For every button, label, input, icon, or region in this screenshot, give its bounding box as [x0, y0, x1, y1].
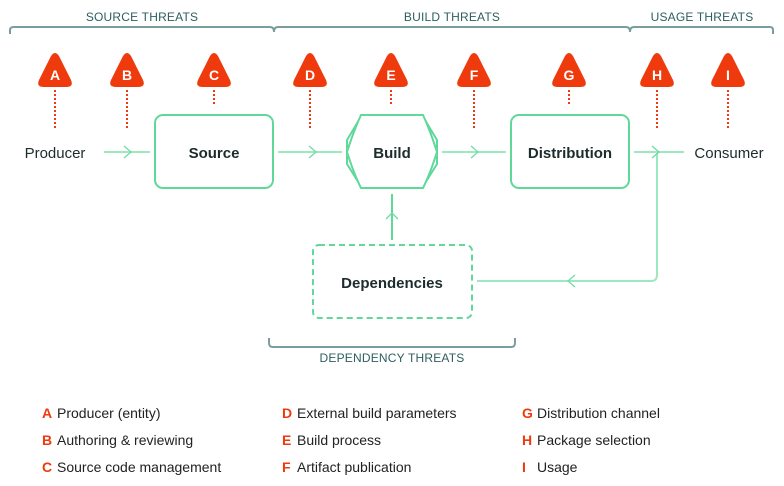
warning-triangle-icon: [110, 53, 144, 87]
arrow-heads: [123, 145, 660, 288]
legend-key: C: [42, 459, 52, 475]
legend-key: I: [522, 459, 526, 475]
producer-label: Producer: [25, 145, 86, 162]
legend-item-d: D External build parameters: [282, 405, 457, 421]
threat-markers: A B C D E F G H I: [38, 53, 745, 130]
legend-key: A: [42, 405, 52, 421]
threat-marker-f: F: [457, 53, 491, 130]
threat-marker-b: B: [110, 53, 144, 130]
arrow-icon: [308, 145, 317, 159]
warning-triangle-icon: [38, 53, 72, 87]
legend-key: H: [522, 432, 532, 448]
threat-marker-letter: H: [652, 67, 662, 83]
legend-text: Build process: [297, 432, 381, 448]
arrow-icon: [651, 145, 660, 159]
source-node: [154, 114, 274, 189]
dependencies-node: [312, 244, 473, 319]
legend-text: Authoring & reviewing: [57, 432, 193, 448]
warning-triangle-icon: [457, 53, 491, 87]
arrow-icon: [385, 212, 399, 220]
build-threats-label: BUILD THREATS: [404, 10, 500, 24]
threat-marker-e: E: [374, 53, 408, 105]
source-label: Source: [189, 145, 240, 162]
legend-item-a: A Producer (entity): [42, 405, 160, 421]
flow-return-dependencies: [477, 152, 658, 282]
legend-key: E: [282, 432, 291, 448]
arrow-icon: [567, 274, 576, 288]
group-brackets: [9, 26, 774, 348]
threat-marker-letter: I: [726, 67, 730, 83]
source-threats-label: SOURCE THREATS: [86, 10, 198, 24]
warning-triangle-icon: [711, 53, 745, 87]
threat-marker-a: A: [38, 53, 72, 130]
warning-triangle-icon: [552, 53, 586, 87]
legend-key: B: [42, 432, 52, 448]
threat-marker-letter: D: [305, 67, 315, 83]
arrow-icon: [123, 145, 132, 159]
legend-text: Package selection: [537, 432, 651, 448]
legend-item-b: B Authoring & reviewing: [42, 432, 193, 448]
warning-triangle-icon: [197, 53, 231, 87]
distribution-label: Distribution: [528, 145, 612, 162]
threat-marker-g: G: [552, 53, 586, 105]
threat-marker-d: D: [293, 53, 327, 130]
threat-marker-letter: G: [564, 67, 575, 83]
distribution-node: [510, 114, 630, 189]
legend-key: D: [282, 405, 292, 421]
legend-item-e: E Build process: [282, 432, 381, 448]
warning-triangle-icon: [293, 53, 327, 87]
legend-item-c: C Source code management: [42, 459, 221, 475]
threat-marker-i: I: [711, 53, 745, 130]
dependency-bracket: [268, 338, 516, 348]
legend-item-i: I Usage: [522, 459, 578, 475]
legend-text: External build parameters: [297, 405, 457, 421]
top-bracket: [9, 26, 774, 34]
legend-text: Usage: [537, 459, 578, 475]
warning-triangle-icon: [640, 53, 674, 87]
usage-threats-label: USAGE THREATS: [651, 10, 754, 24]
dependency-threats-label: DEPENDENCY THREATS: [320, 351, 465, 365]
legend-item-f: F Artifact publication: [282, 459, 411, 475]
legend-text: Source code management: [57, 459, 221, 475]
threat-marker-letter: F: [470, 67, 479, 83]
consumer-label: Consumer: [694, 145, 763, 162]
legend-text: Producer (entity): [57, 405, 160, 421]
threat-marker-letter: B: [122, 67, 132, 83]
build-label: Build: [373, 145, 411, 162]
threat-marker-letter: A: [50, 67, 60, 83]
legend-key: F: [282, 459, 291, 475]
legend-key: G: [522, 405, 533, 421]
legend-item-h: H Package selection: [522, 432, 651, 448]
threat-marker-h: H: [640, 53, 674, 130]
dependencies-label: Dependencies: [341, 275, 443, 292]
threat-marker-letter: E: [386, 67, 395, 83]
warning-triangle-icon: [374, 53, 408, 87]
arrow-icon: [470, 145, 479, 159]
legend-text: Distribution channel: [537, 405, 660, 421]
legend: A Producer (entity) B Authoring & reviewing…: [42, 405, 660, 475]
legend-text: Artifact publication: [297, 459, 411, 475]
threat-marker-letter: C: [209, 67, 219, 83]
threat-marker-c: C: [197, 53, 231, 105]
